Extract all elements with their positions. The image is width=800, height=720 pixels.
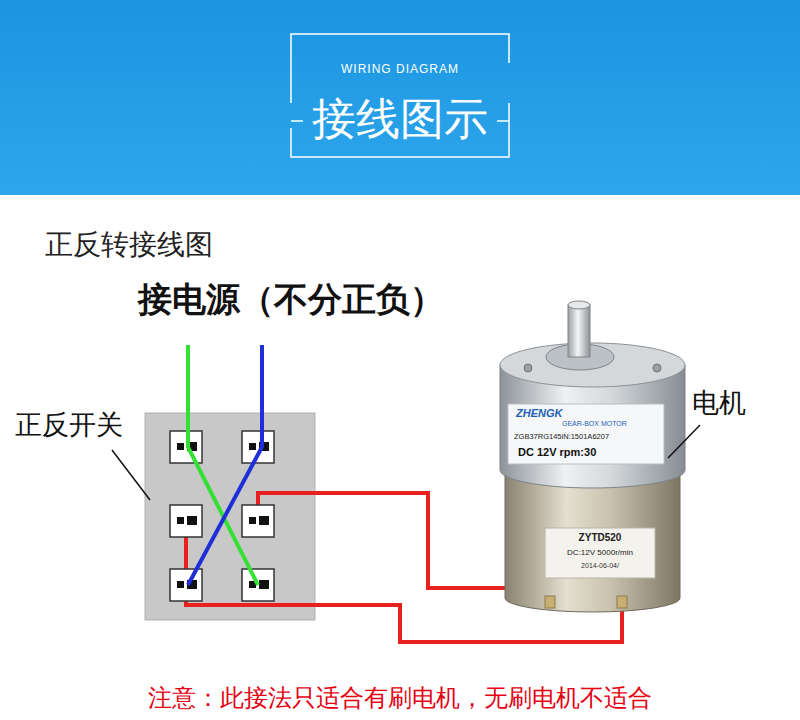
product-text: GEAR-BOX MOTOR bbox=[562, 420, 627, 428]
part-label: 电机 bbox=[692, 388, 746, 419]
motor-body bbox=[505, 470, 680, 612]
part-label: 正反开关 bbox=[15, 410, 123, 441]
terminal bbox=[242, 505, 274, 537]
terminal-mark bbox=[177, 517, 184, 524]
switch-body bbox=[145, 413, 315, 620]
terminal-mark bbox=[249, 443, 256, 450]
power-label: 接电源（不分正负） bbox=[138, 280, 444, 319]
blue-wire bbox=[188, 345, 262, 585]
green-wire bbox=[188, 345, 258, 585]
terminal bbox=[170, 505, 202, 537]
shaft-end bbox=[568, 301, 590, 309]
terminal-mark bbox=[249, 517, 256, 524]
header-subtitle: WIRING DIAGRAM bbox=[341, 63, 459, 76]
header-frame: WIRING DIAGRAM 接线图示 bbox=[290, 33, 510, 158]
brand-text: ZHENGK bbox=[516, 407, 562, 420]
model-text: ZGB37RG145iN:1501A6207 bbox=[514, 433, 609, 442]
header-band bbox=[0, 0, 800, 195]
header-title: 接线图示 bbox=[312, 95, 488, 143]
motor-label-plate bbox=[545, 528, 655, 578]
screw bbox=[653, 364, 661, 372]
date-text: 2014-06-04/ bbox=[581, 562, 619, 570]
motor-terminal bbox=[617, 596, 627, 608]
frame-line bbox=[291, 34, 509, 103]
terminal-mark bbox=[177, 581, 184, 588]
leader-line bbox=[112, 450, 150, 500]
diagram-title: 正反转接线图 bbox=[45, 229, 213, 261]
model-text: ZYTD520 bbox=[579, 532, 622, 544]
frame-line bbox=[291, 120, 303, 122]
screw bbox=[524, 364, 532, 372]
frame-line bbox=[497, 120, 509, 122]
terminal-mark bbox=[187, 516, 197, 525]
motor-terminal bbox=[545, 596, 555, 608]
terminal bbox=[170, 569, 202, 601]
rating-text: DC 12V rpm:30 bbox=[518, 446, 596, 459]
terminal-mark bbox=[259, 516, 269, 525]
motor-shaft bbox=[568, 305, 590, 357]
gearbox-top bbox=[500, 343, 685, 387]
rating-text: DC:12V 5000r/min bbox=[567, 548, 633, 557]
warning-note: 注意：此接法只适合有刷电机，无刷电机不适合 bbox=[148, 684, 652, 712]
terminal-mark bbox=[177, 443, 184, 450]
leader-line bbox=[668, 425, 700, 458]
gearbox-label-plate bbox=[508, 404, 664, 464]
terminal-mark bbox=[259, 580, 269, 589]
